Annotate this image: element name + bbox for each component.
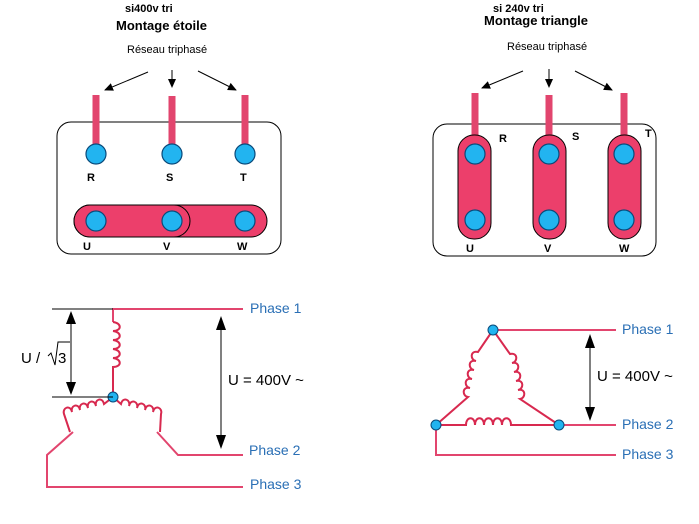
star-phase2-label: Phase 2 [249, 442, 301, 458]
delta-label-t: T [645, 128, 652, 140]
delta-terminal-s [538, 143, 560, 165]
star-label-s: S [166, 172, 173, 184]
delta-network-label: Réseau triphasé [507, 41, 587, 53]
star-terminal-v [161, 210, 183, 232]
delta-label-s: S [572, 131, 579, 143]
star-dim-arrow-down [66, 382, 76, 395]
delta-phase2-label: Phase 2 [622, 416, 674, 432]
star-terminal-r [85, 143, 107, 165]
delta-coil-left [435, 329, 494, 426]
star-voltage-arrow-down [216, 435, 226, 449]
star-phase1-label: Phase 1 [250, 300, 302, 316]
star-title: Montage étoile [116, 18, 207, 33]
delta-label-w: W [619, 243, 630, 255]
delta-node-left [430, 419, 442, 431]
delta-title: Montage triangle [484, 13, 588, 28]
delta-node-right [553, 419, 565, 431]
delta-terminal-t [613, 143, 635, 165]
star-terminal-w [234, 210, 256, 232]
delta-arrow-left [481, 70, 524, 89]
star-sqrt-symbol [47, 341, 70, 366]
delta-voltage-arrow-up [585, 334, 595, 348]
delta-terminal-w [613, 209, 635, 231]
star-schematic: U / 3 U = 400V ~ Phase 1 Phase 2 Phase 3 [21, 300, 304, 492]
delta-terminal-r [464, 143, 486, 165]
delta-voltage-note: si 240v tri [493, 3, 544, 15]
star-terminal-u [85, 210, 107, 232]
star-coil-3 [62, 396, 114, 433]
delta-coil-bottom [436, 417, 559, 426]
star-dim-arrow-up [66, 311, 76, 324]
star-ratio-label: U / [21, 350, 41, 367]
star-arrow-left [104, 71, 149, 91]
star-coil-1 [112, 321, 121, 397]
star-arrow-right [197, 70, 237, 91]
star-label-r: R [87, 172, 95, 184]
star-label-u: U [83, 241, 91, 253]
star-phase1-line [112, 308, 243, 322]
star-phase3-label: Phase 3 [250, 476, 302, 492]
star-network-label: Réseau triphasé [127, 44, 207, 56]
star-ratio-root: 3 [58, 350, 66, 367]
delta-phase1-label: Phase 1 [622, 321, 674, 337]
delta-voltage-label: U = 400V ~ [597, 368, 673, 385]
delta-phase3-line [435, 425, 616, 456]
star-label-w: W [237, 241, 248, 253]
star-bridge-bar-left [73, 204, 191, 238]
delta-coil-right [492, 329, 560, 426]
star-terminal-t [234, 143, 256, 165]
star-phase3-line [46, 431, 243, 488]
star-voltage-note: si400v tri [125, 3, 173, 15]
delta-schematic: U = 400V ~ Phase 1 Phase 2 Phase 3 [430, 321, 674, 462]
star-voltage-label: U = 400V ~ [228, 372, 304, 389]
star-terminal-s [161, 143, 183, 165]
delta-terminal-u [464, 209, 486, 231]
star-coil-2 [112, 396, 163, 433]
star-label-t: T [240, 172, 247, 184]
delta-voltage-arrow-down [585, 407, 595, 421]
delta-label-r: R [499, 133, 507, 145]
delta-node-top [487, 324, 499, 336]
delta-arrow-right [574, 70, 613, 91]
star-label-v: V [163, 241, 171, 253]
delta-phase3-label: Phase 3 [622, 446, 674, 462]
delta-label-v: V [544, 243, 552, 255]
star-phase2-line [156, 431, 243, 456]
delta-terminal-v [538, 209, 560, 231]
delta-terminal-box-section: si 240v tri Montage triangle Réseau trip… [432, 3, 657, 257]
delta-label-u: U [466, 243, 474, 255]
star-voltage-arrow-up [216, 316, 226, 330]
star-terminal-box-section: si400v tri Montage étoile Réseau triphas… [56, 3, 282, 255]
